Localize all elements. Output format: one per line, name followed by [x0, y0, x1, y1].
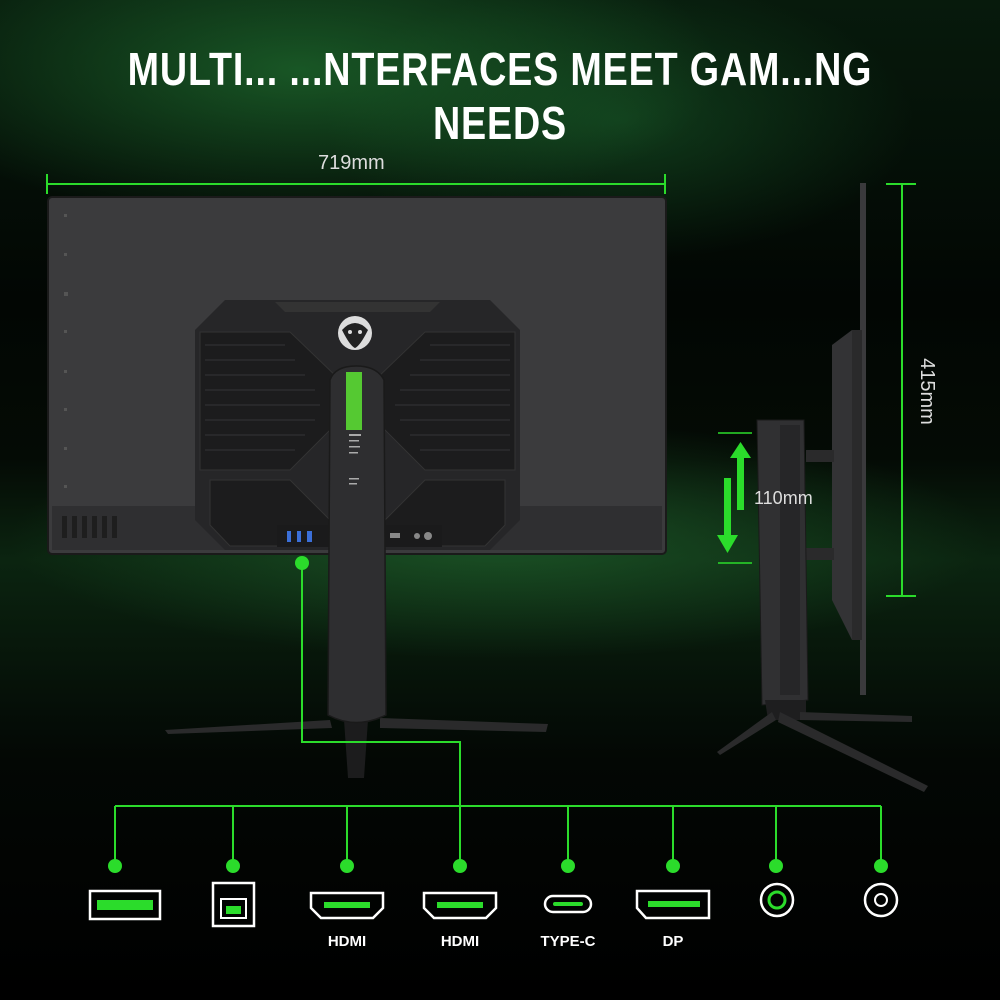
height-label: 415mm [915, 358, 938, 425]
usb-c-port-icon [543, 894, 593, 914]
port-label-hdmi-2: HDMI [440, 933, 480, 950]
monitor-side-view [717, 183, 928, 792]
power-jack-icon [863, 882, 899, 918]
usb-a-port-icon [88, 889, 162, 921]
port-label-hdmi-1: HDMI [327, 933, 367, 950]
port-callout-lines [114, 563, 882, 866]
width-label: 719mm [318, 152, 385, 174]
monitor-stand [165, 365, 548, 778]
height-adjust-label: 110mm [754, 488, 813, 508]
port-label-dp: DP [662, 933, 684, 950]
brand-logo-icon [338, 316, 372, 350]
height-dimension-line [886, 183, 916, 597]
headline: MULTI... ...NTERFACES MEET GAM...NG NEED… [127, 43, 873, 149]
usb-b-port-icon [211, 881, 256, 928]
audio-jack-icon [759, 882, 795, 918]
displayport-icon [635, 889, 711, 920]
port-label-type-c: TYPE-C [540, 933, 596, 950]
width-dimension-line [46, 174, 666, 194]
hdmi-port-icon [309, 891, 385, 920]
hdmi-port-icon [422, 891, 498, 920]
height-adjust-indicator [717, 432, 752, 564]
